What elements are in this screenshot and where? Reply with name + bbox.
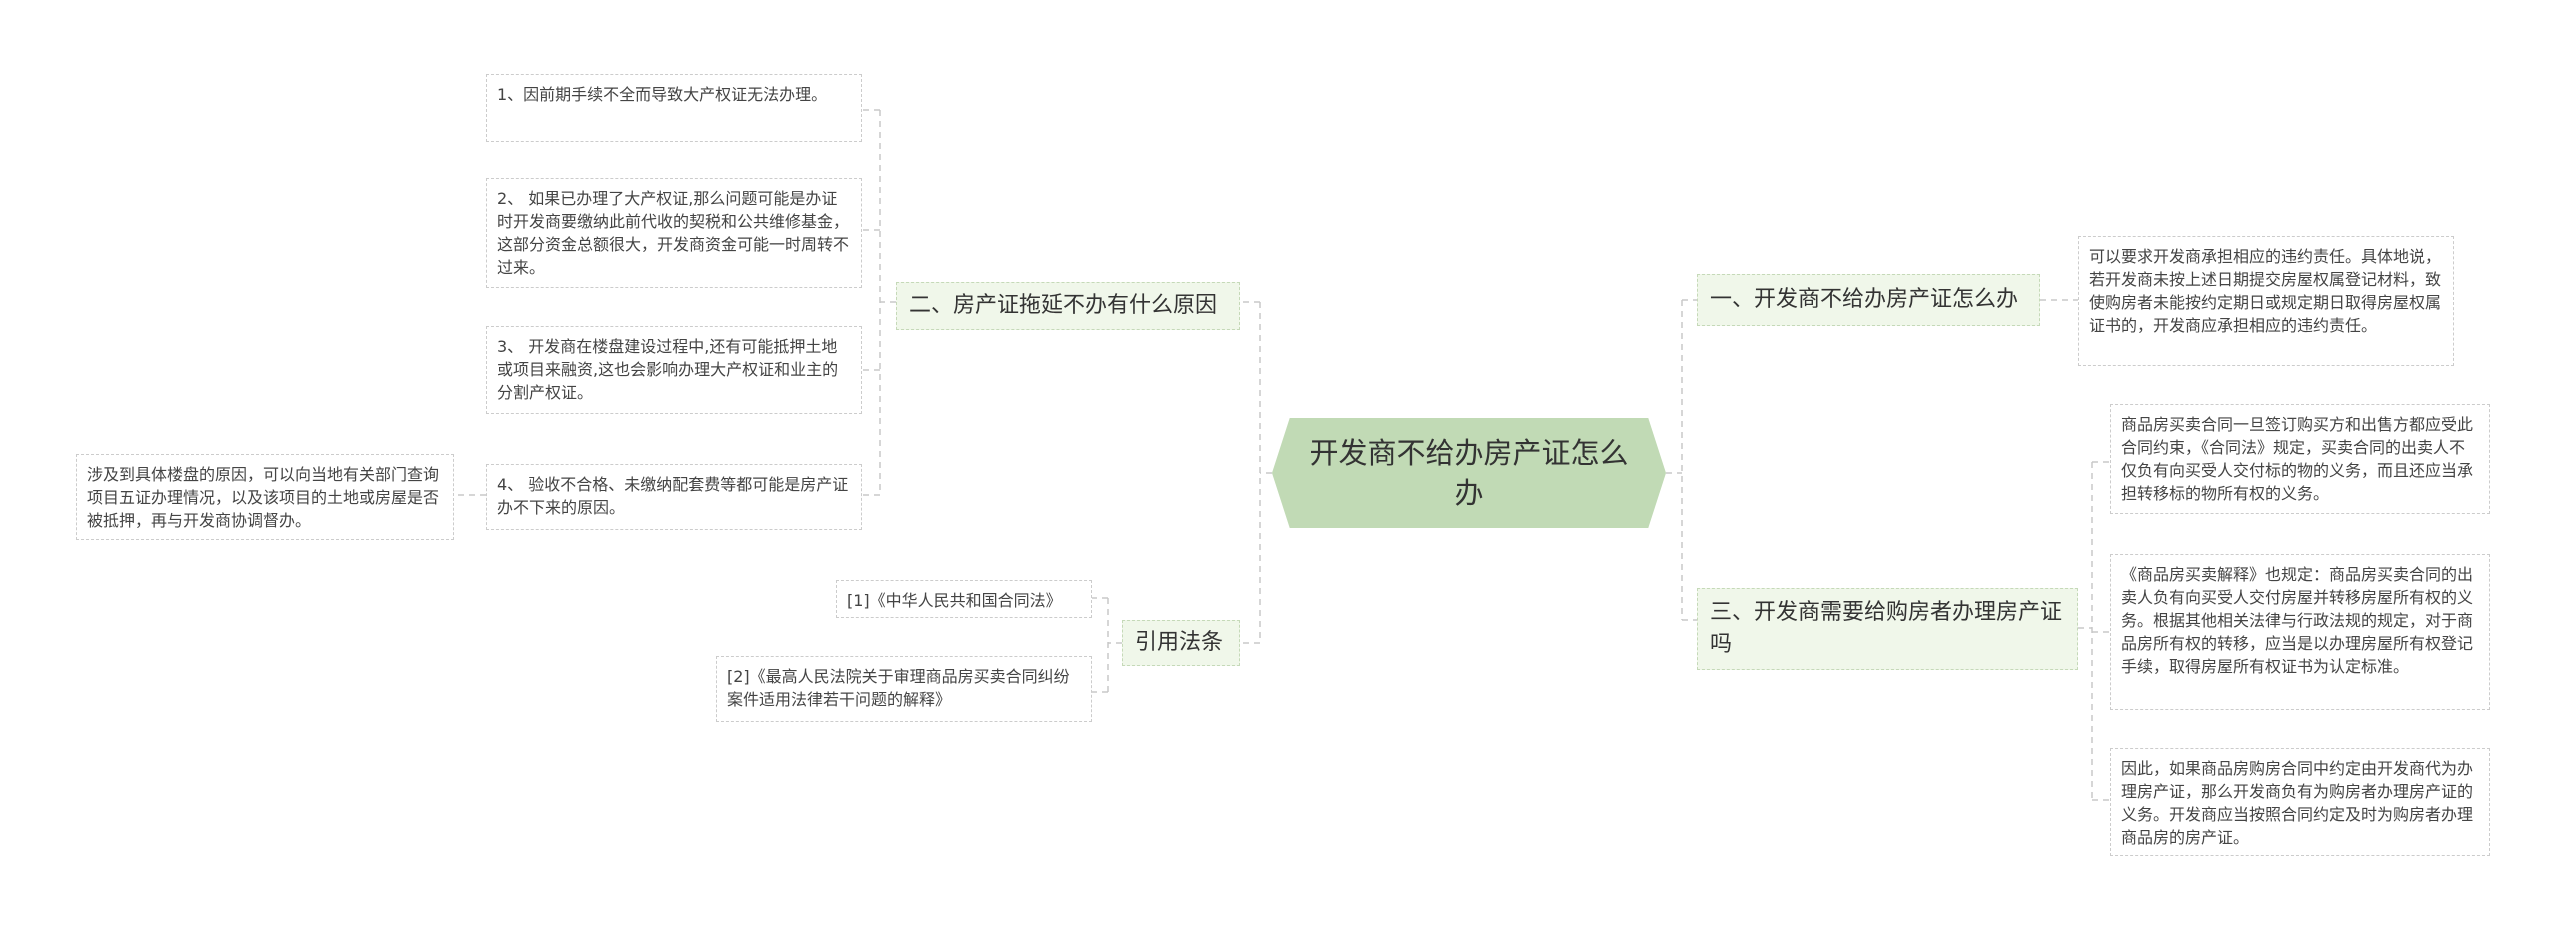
root-topic[interactable]: 开发商不给办房产证怎么办 (1272, 418, 1666, 528)
leaf-right-3-2[interactable]: 《商品房买卖解释》也规定：商品房买卖合同的出卖人负有向买受人交付房屋并转移房屋所… (2110, 554, 2490, 710)
connector-left-2 (862, 109, 896, 496)
leaf-right-1-1[interactable]: 可以要求开发商承担相应的违约责任。具体地说，若开发商未按上述日期提交房屋权属登记… (2078, 236, 2454, 366)
leaf-left-2-4[interactable]: 4、 验收不合格、未缴纳配套费等都可能是房产证办不下来的原因。 (486, 464, 862, 530)
branch-left-citations[interactable]: 引用法条 (1122, 620, 1240, 666)
leaf-right-3-3[interactable]: 因此，如果商品房购房合同中约定由开发商代为办理房产证，那么开发商负有为购房者办理… (2110, 748, 2490, 856)
leaf-citation-2[interactable]: [2]《最高人民法院关于审理商品房买卖合同纠纷案件适用法律若干问题的解释》 (716, 656, 1092, 722)
leaf-left-2-4-detail[interactable]: 涉及到具体楼盘的原因，可以向当地有关部门查询项目五证办理情况，以及该项目的土地或… (76, 454, 454, 540)
leaf-right-3-1[interactable]: 商品房买卖合同一旦签订购买方和出售方都应受此合同约束，《合同法》规定，买卖合同的… (2110, 404, 2490, 514)
connector-right-3 (2078, 461, 2110, 801)
leaf-left-2-3[interactable]: 3、 开发商在楼盘建设过程中,还有可能抵押土地或项目来融资,这也会影响办理大产权… (486, 326, 862, 414)
leaf-left-2-1[interactable]: 1、因前期手续不全而导致大产权证无法办理。 (486, 74, 862, 142)
leaf-citation-1[interactable]: [1]《中华人民共和国合同法》 (836, 580, 1092, 618)
connector-root-right (1666, 299, 1697, 621)
leaf-left-2-2[interactable]: 2、 如果已办理了大产权证,那么问题可能是办证时开发商要缴纳此前代收的契税和公共… (486, 178, 862, 288)
connector-left-cite (1092, 597, 1122, 693)
branch-right-1[interactable]: 一、开发商不给办房产证怎么办 (1697, 274, 2040, 326)
connector-root-left (1240, 301, 1272, 644)
branch-left-2[interactable]: 二、房产证拖延不办有什么原因 (896, 282, 1240, 330)
branch-right-3[interactable]: 三、开发商需要给购房者办理房产证吗 (1697, 588, 2078, 670)
